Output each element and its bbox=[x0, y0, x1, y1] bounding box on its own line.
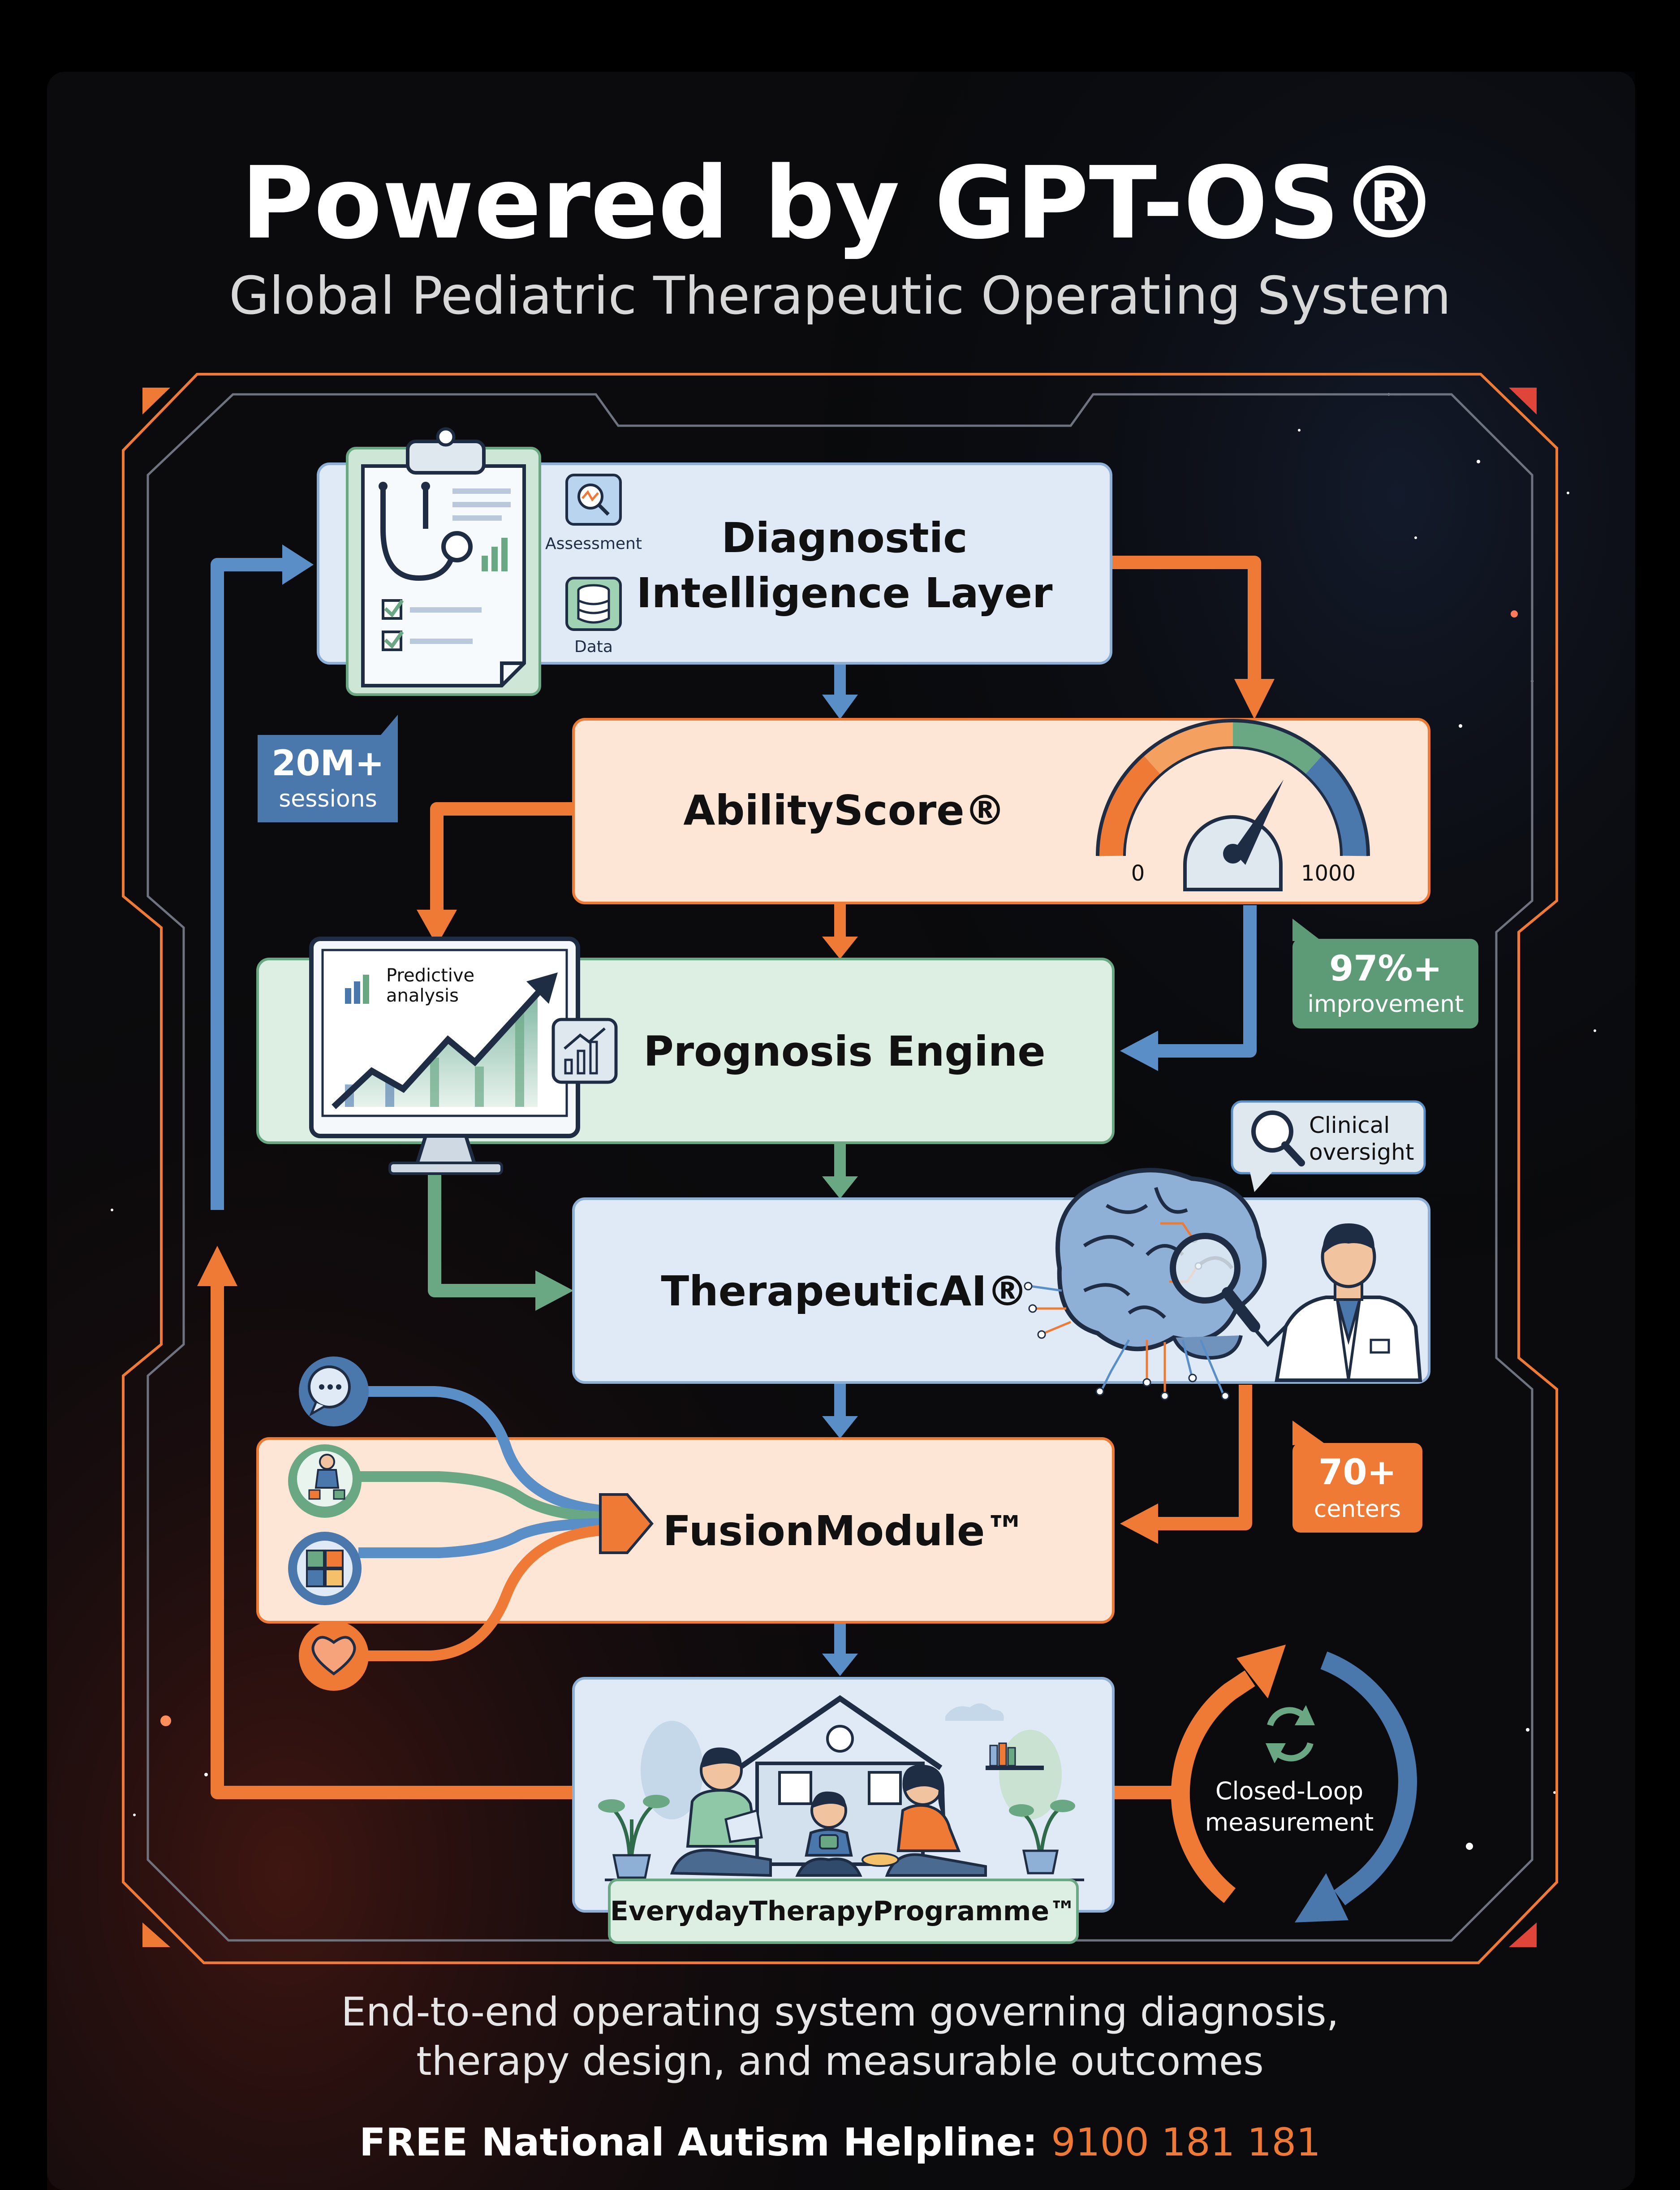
connectors bbox=[211, 556, 1261, 1799]
centers-label: centers bbox=[1314, 1496, 1401, 1523]
gauge-min-label: 0 bbox=[1131, 861, 1145, 886]
centers-value: 70+ bbox=[1318, 1452, 1396, 1493]
monitor-chart-icon bbox=[309, 937, 580, 1175]
helpline: FREE National Autism Helpline: 9100 181 … bbox=[359, 2120, 1321, 2165]
sessions-badge: 20M+ sessions bbox=[258, 715, 398, 822]
assessment-label: Assessment bbox=[545, 535, 642, 553]
speedometer-gauge-icon bbox=[1096, 719, 1370, 891]
diagnostic-title-line2: Intelligence Layer bbox=[636, 569, 1053, 617]
arrowheads bbox=[197, 544, 1275, 1676]
closed-loop: Closed-Loop measurement bbox=[1171, 1645, 1417, 1922]
sessions-label: sessions bbox=[279, 786, 377, 812]
helpline-label: FREE National Autism Helpline: bbox=[359, 2120, 1051, 2165]
helpline-number[interactable]: 9100 181 181 bbox=[1051, 2120, 1321, 2165]
prognosis-layer: Predictive analysis Prognosis Engine bbox=[256, 937, 1115, 1175]
heart-icon bbox=[299, 1621, 369, 1691]
predictive-label-line2: analysis bbox=[386, 985, 459, 1006]
everyday-label-plate bbox=[608, 1879, 1079, 1944]
gauge-max-label: 1000 bbox=[1301, 861, 1356, 886]
improvement-badge: 97%+ improvement bbox=[1292, 919, 1478, 1028]
prognosis-title: Prognosis Engine bbox=[643, 1028, 1045, 1076]
clipboard-stethoscope-icon bbox=[346, 427, 541, 696]
child-play-icon bbox=[288, 1444, 362, 1518]
refresh-icon bbox=[1266, 1705, 1315, 1763]
footer-description-line2: therapy design, and measurable outcomes bbox=[416, 2038, 1264, 2084]
chart-search-icon bbox=[565, 474, 622, 526]
fusion-title: FusionModule™ bbox=[663, 1507, 1026, 1555]
footer-description-line1: End-to-end operating system governing di… bbox=[341, 1989, 1339, 2035]
clinical-oversight-line1: Clinical bbox=[1309, 1112, 1390, 1138]
family-home-icon bbox=[598, 1695, 1084, 1881]
clinical-oversight-callout: Clinical oversight bbox=[1231, 1100, 1426, 1192]
predictive-label-line1: Predictive bbox=[386, 965, 474, 986]
bar-chart-icon bbox=[551, 1018, 618, 1084]
abilityscore-layer: AbilityScore® 0 1000 bbox=[572, 718, 1430, 904]
everyday-layer: EverydayTherapyProgramme™ bbox=[572, 1677, 1115, 1944]
improvement-label: improvement bbox=[1308, 991, 1464, 1018]
everyday-title: EverydayTherapyProgramme™ bbox=[610, 1896, 1076, 1927]
data-label: Data bbox=[574, 638, 613, 656]
puzzle-icon bbox=[288, 1532, 362, 1605]
page-title: Powered by GPT-OS® bbox=[241, 146, 1439, 261]
stars bbox=[111, 393, 1596, 1850]
fusion-layer: FusionModule™ bbox=[256, 1356, 1115, 1691]
sessions-value: 20M+ bbox=[271, 743, 384, 784]
database-icon bbox=[565, 577, 622, 631]
magnifier-icon bbox=[1251, 1110, 1305, 1166]
doctor-icon bbox=[1253, 1223, 1422, 1382]
brain-icon bbox=[1024, 1168, 1267, 1400]
closed-loop-line1: Closed-Loop bbox=[1215, 1777, 1363, 1805]
diagnostic-title-line1: Diagnostic bbox=[721, 514, 967, 562]
centers-badge: 70+ centers bbox=[1292, 1421, 1422, 1533]
closed-loop-line2: measurement bbox=[1205, 1808, 1374, 1836]
improvement-value: 97%+ bbox=[1329, 949, 1442, 989]
abilityscore-title: AbilityScore® bbox=[683, 786, 1005, 834]
page-subtitle: Global Pediatric Therapeutic Operating S… bbox=[229, 266, 1451, 326]
therapeutic-title: TherapeuticAI® bbox=[661, 1267, 1028, 1315]
chat-bubble-icon bbox=[299, 1356, 369, 1426]
therapeutic-layer: TherapeuticAI® bbox=[572, 1168, 1430, 1400]
clinical-oversight-line2: oversight bbox=[1309, 1139, 1414, 1165]
hud-frame bbox=[122, 373, 1558, 1964]
diagnostic-layer: Assessment Data Diagnostic Intelligence … bbox=[317, 427, 1112, 696]
